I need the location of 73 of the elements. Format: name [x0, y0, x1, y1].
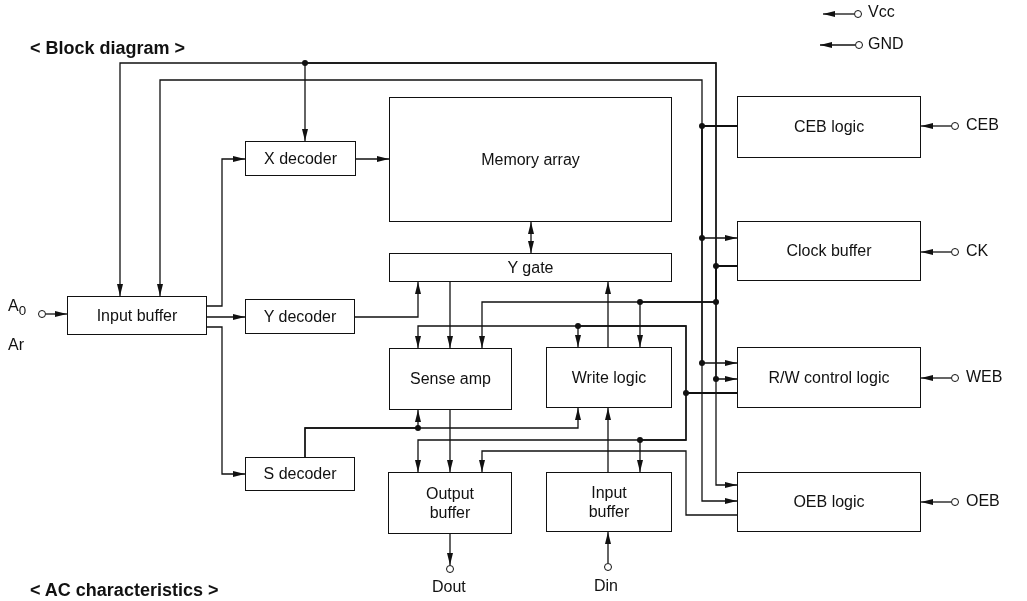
pin-label: Vcc	[868, 3, 895, 21]
block-box	[389, 253, 672, 282]
section-heading: < AC characteristics >	[30, 580, 219, 601]
arrow	[605, 281, 611, 348]
block-label: Y gate	[507, 257, 554, 278]
pin-terminal	[951, 374, 959, 382]
arrow	[637, 392, 738, 473]
block-box	[737, 347, 921, 408]
block-label: Input buffer	[96, 305, 178, 326]
block-box	[389, 348, 512, 410]
block-label: Y decoder	[263, 306, 337, 327]
arrow	[701, 125, 738, 504]
block-label: R/W control logic	[768, 367, 890, 388]
block-label: CEB logic	[793, 117, 865, 137]
pin-terminal	[854, 10, 862, 18]
arrow	[447, 409, 453, 473]
arrow	[822, 11, 855, 17]
pin-terminal	[446, 565, 454, 573]
pin-label: Ar	[8, 336, 24, 354]
block-label: X decoder	[264, 148, 337, 169]
pin-terminal	[951, 248, 959, 256]
block-label: Sense amp	[410, 369, 491, 389]
arrow	[479, 450, 738, 516]
block-label: Write logic	[571, 367, 647, 388]
pin-terminal	[951, 122, 959, 130]
arrow	[605, 531, 611, 564]
block-box	[737, 472, 921, 532]
block-box	[546, 472, 672, 532]
arrow	[206, 314, 246, 320]
pin-label: CK	[966, 242, 989, 260]
pin-label: GND	[868, 35, 904, 53]
pin-terminal	[855, 41, 863, 49]
block-box	[737, 96, 921, 158]
diagram-title: < Block diagram >	[30, 38, 186, 59]
arrow	[206, 156, 246, 307]
arrow	[304, 407, 581, 458]
block-box	[245, 141, 356, 176]
pin-label: WEB	[966, 368, 1003, 386]
block-label: S decoder	[263, 464, 337, 484]
arrow	[920, 499, 952, 505]
block-box	[388, 472, 512, 534]
arrow	[355, 156, 390, 162]
arrow	[206, 326, 246, 477]
arrow	[605, 407, 611, 473]
pin-label: A$_{0}$	[8, 297, 27, 319]
pin-label: OEB	[966, 492, 1000, 510]
block-box	[546, 347, 672, 408]
arrow	[920, 249, 952, 255]
arrow	[528, 221, 534, 254]
block-box	[389, 97, 672, 222]
block-label: OEB logic	[793, 492, 865, 512]
block-box	[245, 457, 355, 491]
block-box	[737, 221, 921, 281]
block-label: Clock buffer	[786, 241, 872, 261]
block-box	[245, 299, 355, 334]
pin-terminal	[604, 563, 612, 571]
arrow	[45, 311, 68, 317]
arrow	[715, 265, 738, 488]
arrow	[920, 375, 952, 381]
pin-terminal	[951, 498, 959, 506]
pin-label: CEB	[966, 116, 999, 134]
block-label: Memory array	[481, 149, 580, 170]
arrow	[447, 281, 453, 349]
arrow	[447, 533, 453, 566]
pin-terminal	[38, 310, 46, 318]
arrow	[354, 281, 421, 318]
pin-label: Dout	[432, 578, 466, 596]
arrow	[819, 42, 856, 48]
pin-label: Din	[594, 577, 618, 595]
block-box	[67, 296, 207, 335]
block-label: Output buffer	[425, 483, 475, 523]
block-label: Input buffer	[587, 482, 631, 522]
arrow	[920, 123, 952, 129]
